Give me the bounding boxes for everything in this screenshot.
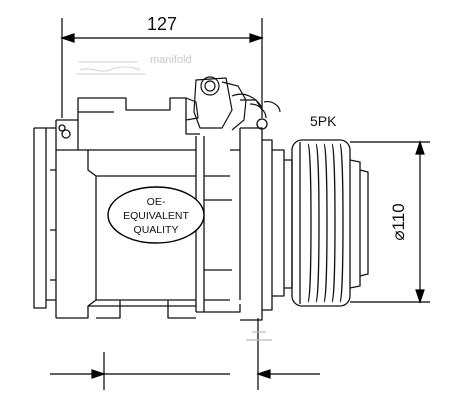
oe-stamp-line2: EQUIVALENT	[123, 210, 189, 222]
oe-stamp-line1: OE-	[147, 196, 166, 208]
faint-manifold-text: manifold	[150, 54, 192, 66]
pulley-label: 5PK	[310, 113, 337, 129]
electrical-connector	[185, 76, 281, 131]
diameter-dimension	[350, 140, 430, 304]
pulley	[291, 139, 369, 307]
faint-scribble	[76, 61, 146, 75]
diameter-dimension-label: ⌀110	[389, 203, 408, 240]
width-dimension-label: 127	[147, 14, 177, 34]
bottom-dimension	[50, 318, 320, 390]
oe-stamp-line3: QUALITY	[134, 224, 179, 236]
oe-equivalent-quality-stamp: OE- EQUIVALENT QUALITY	[107, 186, 205, 244]
width-dimension	[60, 18, 264, 118]
